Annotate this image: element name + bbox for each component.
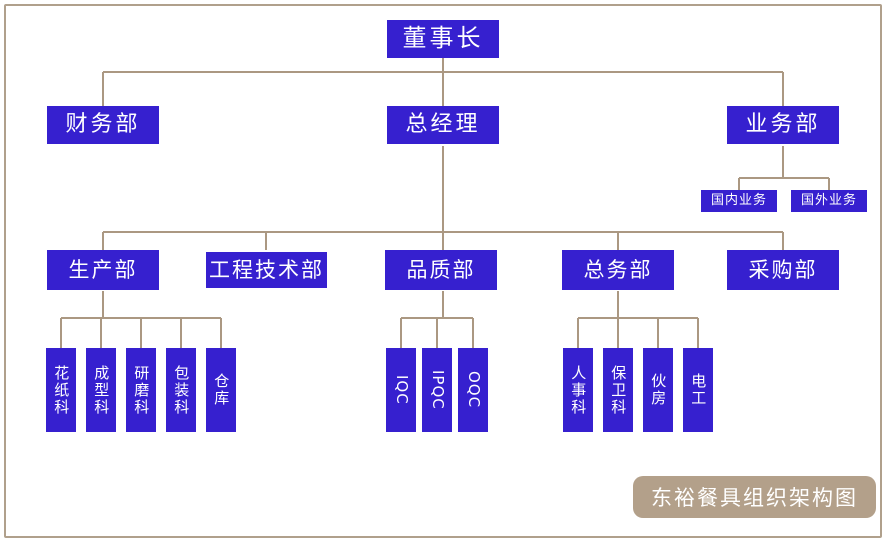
node-general-affairs-child-0-label: 人事科 (569, 364, 588, 416)
node-general-affairs-dept-label: 总务部 (583, 257, 653, 282)
node-general-affairs-child-3[interactable]: 电工 (683, 348, 713, 432)
node-general-affairs-child-0[interactable]: 人事科 (563, 348, 593, 432)
node-general-affairs-child-3-label: 电工 (689, 373, 708, 407)
chart-caption-badge: 东裕餐具组织架构图 (633, 476, 876, 518)
node-overseas-business[interactable]: 国外业务 (791, 190, 867, 212)
node-business-dept[interactable]: 业务部 (727, 106, 839, 144)
node-finance-dept[interactable]: 财务部 (47, 106, 159, 144)
node-chairman[interactable]: 董事长 (387, 20, 499, 58)
node-production-child-2-label: 研磨科 (132, 364, 151, 416)
node-general-affairs-dept[interactable]: 总务部 (562, 250, 674, 290)
node-quality-child-2[interactable]: OQC (458, 348, 488, 432)
node-purchasing-dept-label: 采购部 (748, 257, 818, 282)
node-production-child-1-label: 成型科 (92, 364, 111, 416)
node-general-affairs-child-2-label: 伙房 (649, 373, 668, 407)
node-engineering-dept[interactable]: 工程技术部 (206, 252, 327, 288)
node-quality-dept-label: 品质部 (406, 257, 476, 282)
node-production-child-4[interactable]: 仓库 (206, 348, 236, 432)
node-general-manager-label: 总经理 (405, 112, 481, 138)
node-chairman-label: 董事长 (402, 24, 484, 53)
node-general-affairs-child-1[interactable]: 保卫科 (603, 348, 633, 432)
chart-caption-label: 东裕餐具组织架构图 (651, 486, 858, 510)
node-general-affairs-child-1-label: 保卫科 (609, 364, 628, 416)
node-quality-dept[interactable]: 品质部 (385, 250, 497, 290)
node-production-child-0[interactable]: 花纸科 (46, 348, 76, 432)
node-engineering-dept-label: 工程技术部 (209, 257, 324, 282)
node-overseas-business-label: 国外业务 (800, 193, 857, 209)
node-quality-child-1-label: IPQC (428, 370, 447, 410)
node-production-dept[interactable]: 生产部 (47, 250, 159, 290)
node-finance-dept-label: 财务部 (65, 112, 141, 138)
node-purchasing-dept[interactable]: 采购部 (727, 250, 839, 290)
node-quality-child-0[interactable]: IQC (386, 348, 416, 432)
node-production-dept-label: 生产部 (68, 257, 138, 282)
node-domestic-business[interactable]: 国内业务 (701, 190, 777, 212)
node-production-child-0-label: 花纸科 (52, 364, 71, 416)
node-quality-child-1[interactable]: IPQC (422, 348, 452, 432)
node-production-child-1[interactable]: 成型科 (86, 348, 116, 432)
node-business-dept-label: 业务部 (745, 112, 821, 138)
node-production-child-3-label: 包装科 (172, 364, 191, 416)
node-domestic-business-label: 国内业务 (710, 193, 767, 209)
node-quality-child-0-label: IQC (392, 375, 411, 405)
node-general-manager[interactable]: 总经理 (387, 106, 499, 144)
node-general-affairs-child-2[interactable]: 伙房 (643, 348, 673, 432)
node-production-child-2[interactable]: 研磨科 (126, 348, 156, 432)
node-production-child-3[interactable]: 包装科 (166, 348, 196, 432)
node-quality-child-2-label: OQC (464, 371, 483, 409)
node-production-child-4-label: 仓库 (212, 373, 231, 407)
